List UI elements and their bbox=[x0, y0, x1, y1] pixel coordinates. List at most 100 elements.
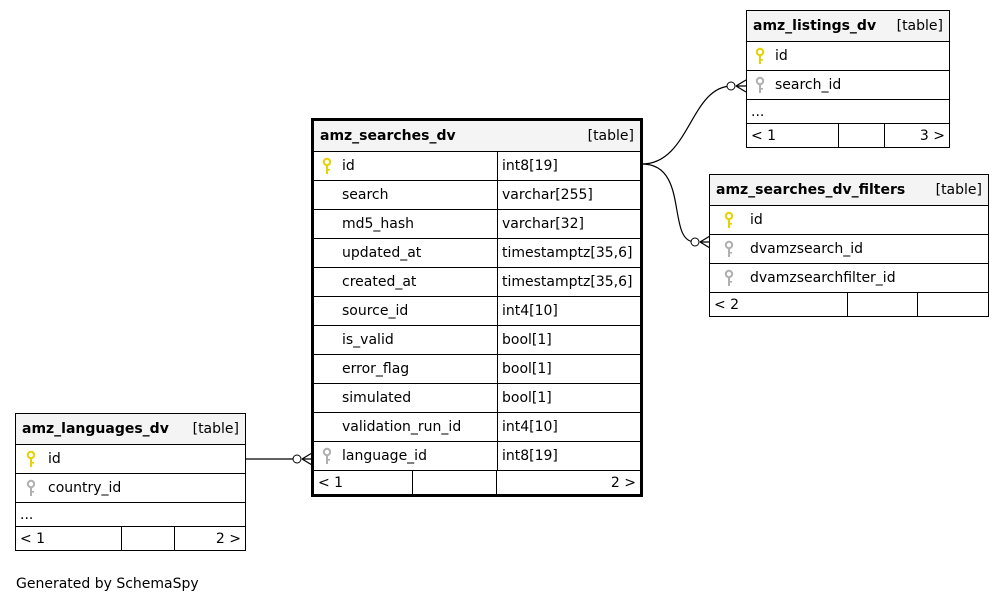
primary-key-icon bbox=[16, 450, 46, 468]
primary-key-icon bbox=[314, 157, 340, 175]
column-type: int8[19] bbox=[502, 158, 558, 174]
table-footer: < 1 3 > bbox=[747, 123, 949, 147]
primary-key-icon bbox=[747, 47, 773, 65]
footer-children[interactable]: 2 > bbox=[215, 530, 241, 547]
foreign-key-icon bbox=[710, 269, 748, 287]
footer-spacer bbox=[122, 527, 175, 550]
column-name: dvamzsearchfilter_id bbox=[750, 270, 896, 286]
column-row[interactable]: id bbox=[710, 205, 988, 234]
column-type: varchar[32] bbox=[502, 216, 584, 232]
relation-filters bbox=[641, 163, 696, 243]
column-row[interactable]: search varchar[255] bbox=[314, 180, 640, 209]
column-row[interactable]: search_id bbox=[747, 70, 949, 99]
column-name: search_id bbox=[775, 77, 842, 93]
table-footer: < 2 bbox=[710, 292, 988, 316]
table-header: amz_languages_dv [table] bbox=[16, 414, 245, 444]
column-row[interactable]: validation_run_id int4[10] bbox=[314, 412, 640, 441]
table-kind: [table] bbox=[587, 128, 634, 144]
table-footer: < 1 2 > bbox=[16, 526, 245, 550]
column-name: id bbox=[48, 451, 61, 467]
footer-children[interactable]: 2 > bbox=[610, 474, 636, 491]
column-row[interactable]: created_at timestamptz[35,6] bbox=[314, 267, 640, 296]
relation-filters-optional-marker bbox=[690, 237, 700, 247]
footer-children[interactable]: 3 > bbox=[919, 127, 945, 144]
column-row[interactable]: id int8[19] bbox=[314, 151, 640, 180]
relation-filters-crowfoot bbox=[699, 235, 711, 249]
more-columns: ... bbox=[16, 502, 245, 526]
table-amz-searches-dv[interactable]: amz_searches_dv [table] id int8[19] search… bbox=[311, 118, 643, 497]
column-name: id bbox=[750, 212, 763, 228]
footer-parents[interactable]: < 1 bbox=[314, 471, 413, 494]
relation-languages-crowfoot bbox=[301, 452, 313, 466]
footer-spacer bbox=[413, 471, 497, 494]
column-name: id bbox=[775, 48, 788, 64]
column-row[interactable]: updated_at timestamptz[35,6] bbox=[314, 238, 640, 267]
footer-children[interactable] bbox=[918, 293, 988, 316]
table-kind: [table] bbox=[935, 182, 982, 198]
footer-spacer bbox=[848, 293, 918, 316]
foreign-key-icon bbox=[747, 76, 773, 94]
table-header: amz_searches_dv [table] bbox=[314, 121, 640, 151]
footer-parents[interactable]: < 2 bbox=[710, 293, 848, 316]
column-name: error_flag bbox=[342, 361, 410, 377]
column-type: int4[10] bbox=[502, 303, 558, 319]
table-header: amz_searches_dv_filters [table] bbox=[710, 175, 988, 205]
column-type: timestamptz[35,6] bbox=[502, 274, 633, 290]
column-type: bool[1] bbox=[502, 361, 552, 377]
generated-by-label: Generated by SchemaSpy bbox=[16, 576, 199, 592]
column-row[interactable]: dvamzsearch_id bbox=[710, 234, 988, 263]
column-type: int4[10] bbox=[502, 419, 558, 435]
more-columns: ... bbox=[747, 99, 949, 123]
footer-spacer bbox=[839, 124, 885, 147]
column-row[interactable]: simulated bool[1] bbox=[314, 383, 640, 412]
column-name: created_at bbox=[342, 274, 417, 290]
table-footer: < 1 2 > bbox=[314, 470, 640, 494]
column-name: country_id bbox=[48, 480, 122, 496]
column-type: bool[1] bbox=[502, 390, 552, 406]
column-row[interactable]: language_id int8[19] bbox=[314, 441, 640, 470]
column-type: timestamptz[35,6] bbox=[502, 245, 633, 261]
table-kind: [table] bbox=[192, 421, 239, 437]
column-row[interactable]: md5_hash varchar[32] bbox=[314, 209, 640, 238]
footer-parents[interactable]: < 1 bbox=[16, 527, 122, 550]
column-name: id bbox=[342, 158, 355, 174]
relation-listings bbox=[641, 85, 733, 165]
primary-key-icon bbox=[710, 211, 748, 229]
column-name: simulated bbox=[342, 390, 412, 406]
column-name: dvamzsearch_id bbox=[750, 241, 864, 257]
table-name: amz_listings_dv bbox=[753, 18, 877, 34]
column-type: bool[1] bbox=[502, 332, 552, 348]
foreign-key-icon bbox=[314, 447, 340, 465]
table-kind: [table] bbox=[896, 18, 943, 34]
table-header: amz_listings_dv [table] bbox=[747, 11, 949, 41]
column-type: int8[19] bbox=[502, 448, 558, 464]
table-amz-languages-dv[interactable]: amz_languages_dv [table] id country_id ..… bbox=[15, 413, 246, 551]
column-name: updated_at bbox=[342, 245, 422, 261]
table-amz-searches-dv-filters[interactable]: amz_searches_dv_filters [table] id dvamzs… bbox=[709, 174, 989, 317]
table-name: amz_searches_dv_filters bbox=[716, 182, 906, 198]
column-name: md5_hash bbox=[342, 216, 415, 232]
foreign-key-icon bbox=[16, 479, 46, 497]
relation-listings-optional-marker bbox=[726, 81, 736, 91]
column-name: validation_run_id bbox=[342, 419, 462, 435]
column-name: language_id bbox=[342, 448, 427, 464]
footer-parents[interactable]: < 1 bbox=[747, 124, 839, 147]
relation-languages-optional-marker bbox=[292, 454, 302, 464]
column-name: is_valid bbox=[342, 332, 394, 348]
relation-listings-crowfoot bbox=[735, 79, 747, 93]
table-name: amz_languages_dv bbox=[22, 421, 169, 437]
column-row[interactable]: country_id bbox=[16, 473, 245, 502]
column-row[interactable]: dvamzsearchfilter_id bbox=[710, 263, 988, 292]
column-name: source_id bbox=[342, 303, 409, 319]
column-row[interactable]: id bbox=[747, 41, 949, 70]
column-row[interactable]: id bbox=[16, 444, 245, 473]
table-name: amz_searches_dv bbox=[320, 128, 456, 144]
column-row[interactable]: is_valid bool[1] bbox=[314, 325, 640, 354]
column-row[interactable]: error_flag bool[1] bbox=[314, 354, 640, 383]
column-row[interactable]: source_id int4[10] bbox=[314, 296, 640, 325]
column-name: search bbox=[342, 187, 389, 203]
foreign-key-icon bbox=[710, 240, 748, 258]
column-type: varchar[255] bbox=[502, 187, 593, 203]
